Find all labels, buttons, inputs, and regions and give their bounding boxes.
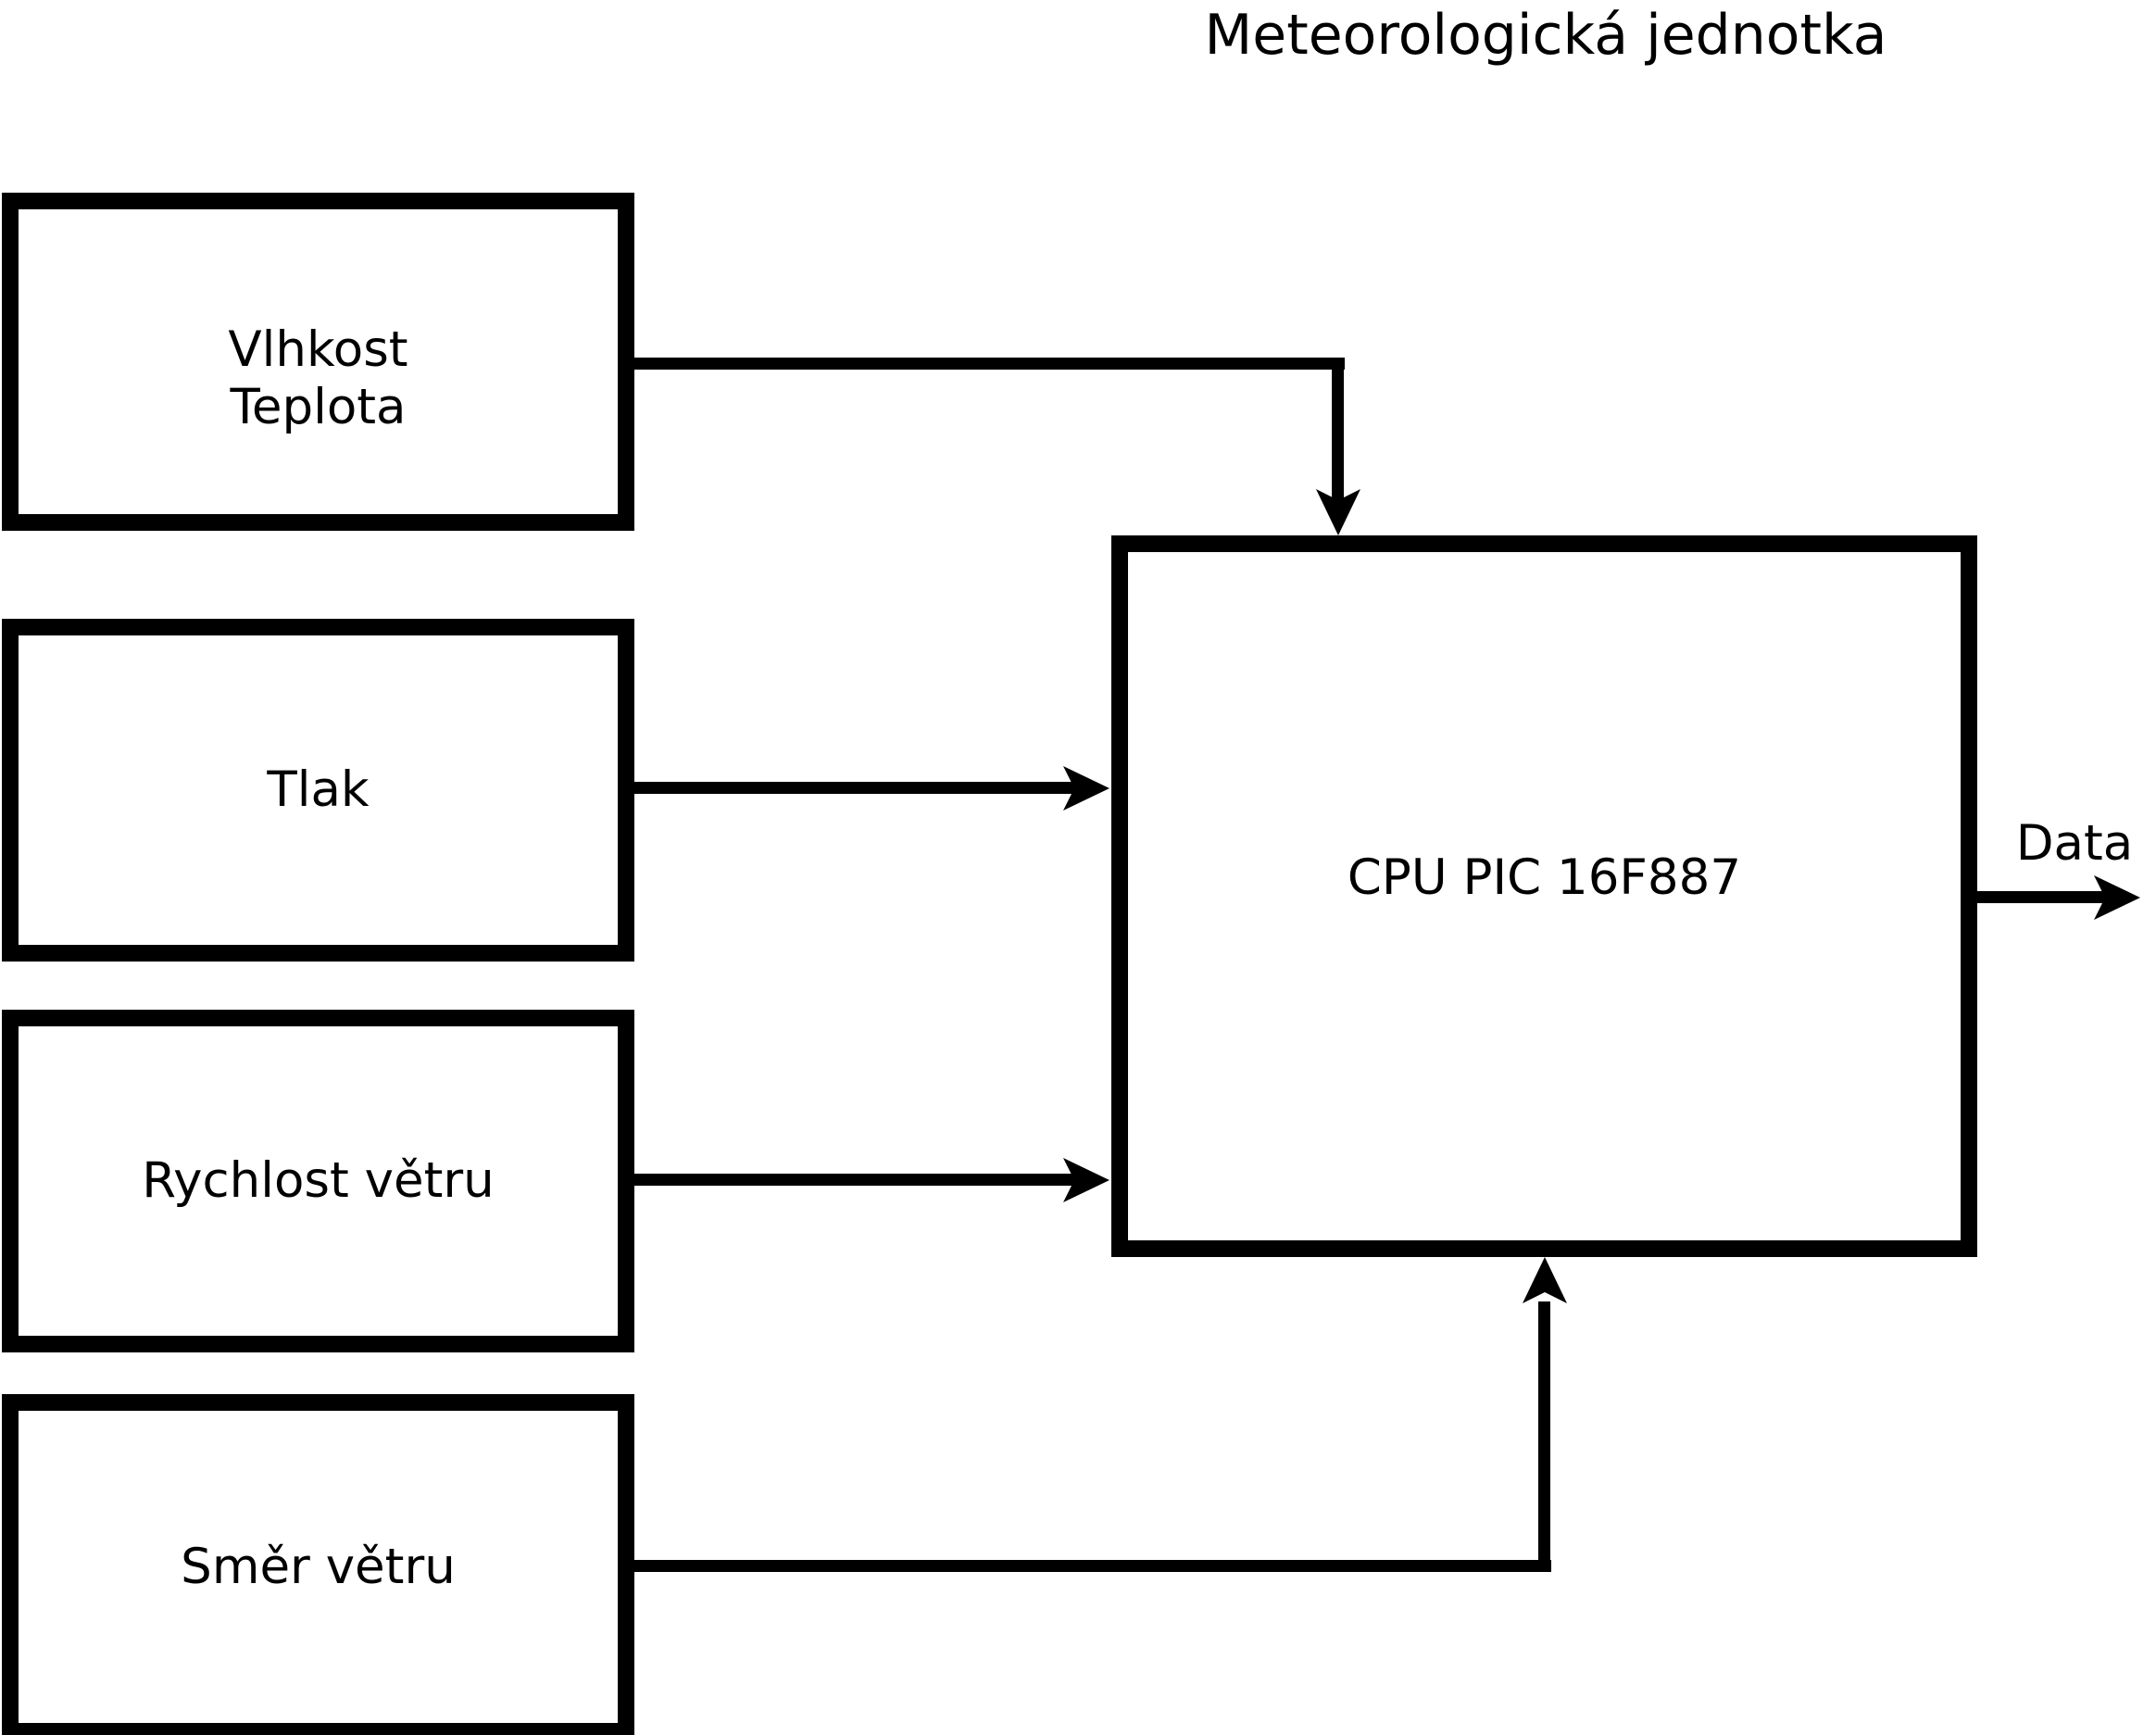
arrowhead-right-icon [1063, 1158, 1109, 1202]
diagram-title: Meteorologická jednotka [1204, 3, 1887, 68]
sensor-box-wind-speed: Rychlost větru [2, 1010, 634, 1352]
wire-pressure [634, 782, 1079, 794]
cpu-label: CPU PIC 16F887 [1347, 849, 1742, 906]
temperature-label: Teplota [230, 378, 407, 435]
wind-speed-label: Rychlost větru [142, 1152, 495, 1209]
data-output-label: Data [2015, 815, 2134, 872]
arrowhead-right-icon [1063, 766, 1109, 811]
wire-wind-direction-vertical [1538, 1301, 1550, 1572]
arrowhead-down-icon [1316, 489, 1360, 535]
sensor-box-humidity-temperature: Vlhkost Teplota [2, 193, 634, 531]
wire-humidity-horizontal [634, 358, 1345, 370]
wire-humidity-vertical [1332, 358, 1344, 500]
sensor-box-wind-direction: Směr větru [2, 1394, 634, 1735]
wire-data-out [1977, 891, 2107, 903]
cpu-box: CPU PIC 16F887 [1111, 535, 1977, 1257]
sensor-box-pressure: Tlak [2, 619, 634, 962]
sensor-box-label: Vlhkost Teplota [228, 321, 407, 436]
pressure-label: Tlak [267, 761, 370, 818]
wire-wind-speed [634, 1174, 1079, 1186]
arrowhead-right-icon [2094, 875, 2140, 920]
wire-wind-direction-horizontal [634, 1560, 1551, 1572]
humidity-label: Vlhkost [228, 321, 408, 378]
arrowhead-up-icon [1523, 1257, 1567, 1303]
wind-direction-label: Směr větru [181, 1538, 456, 1595]
